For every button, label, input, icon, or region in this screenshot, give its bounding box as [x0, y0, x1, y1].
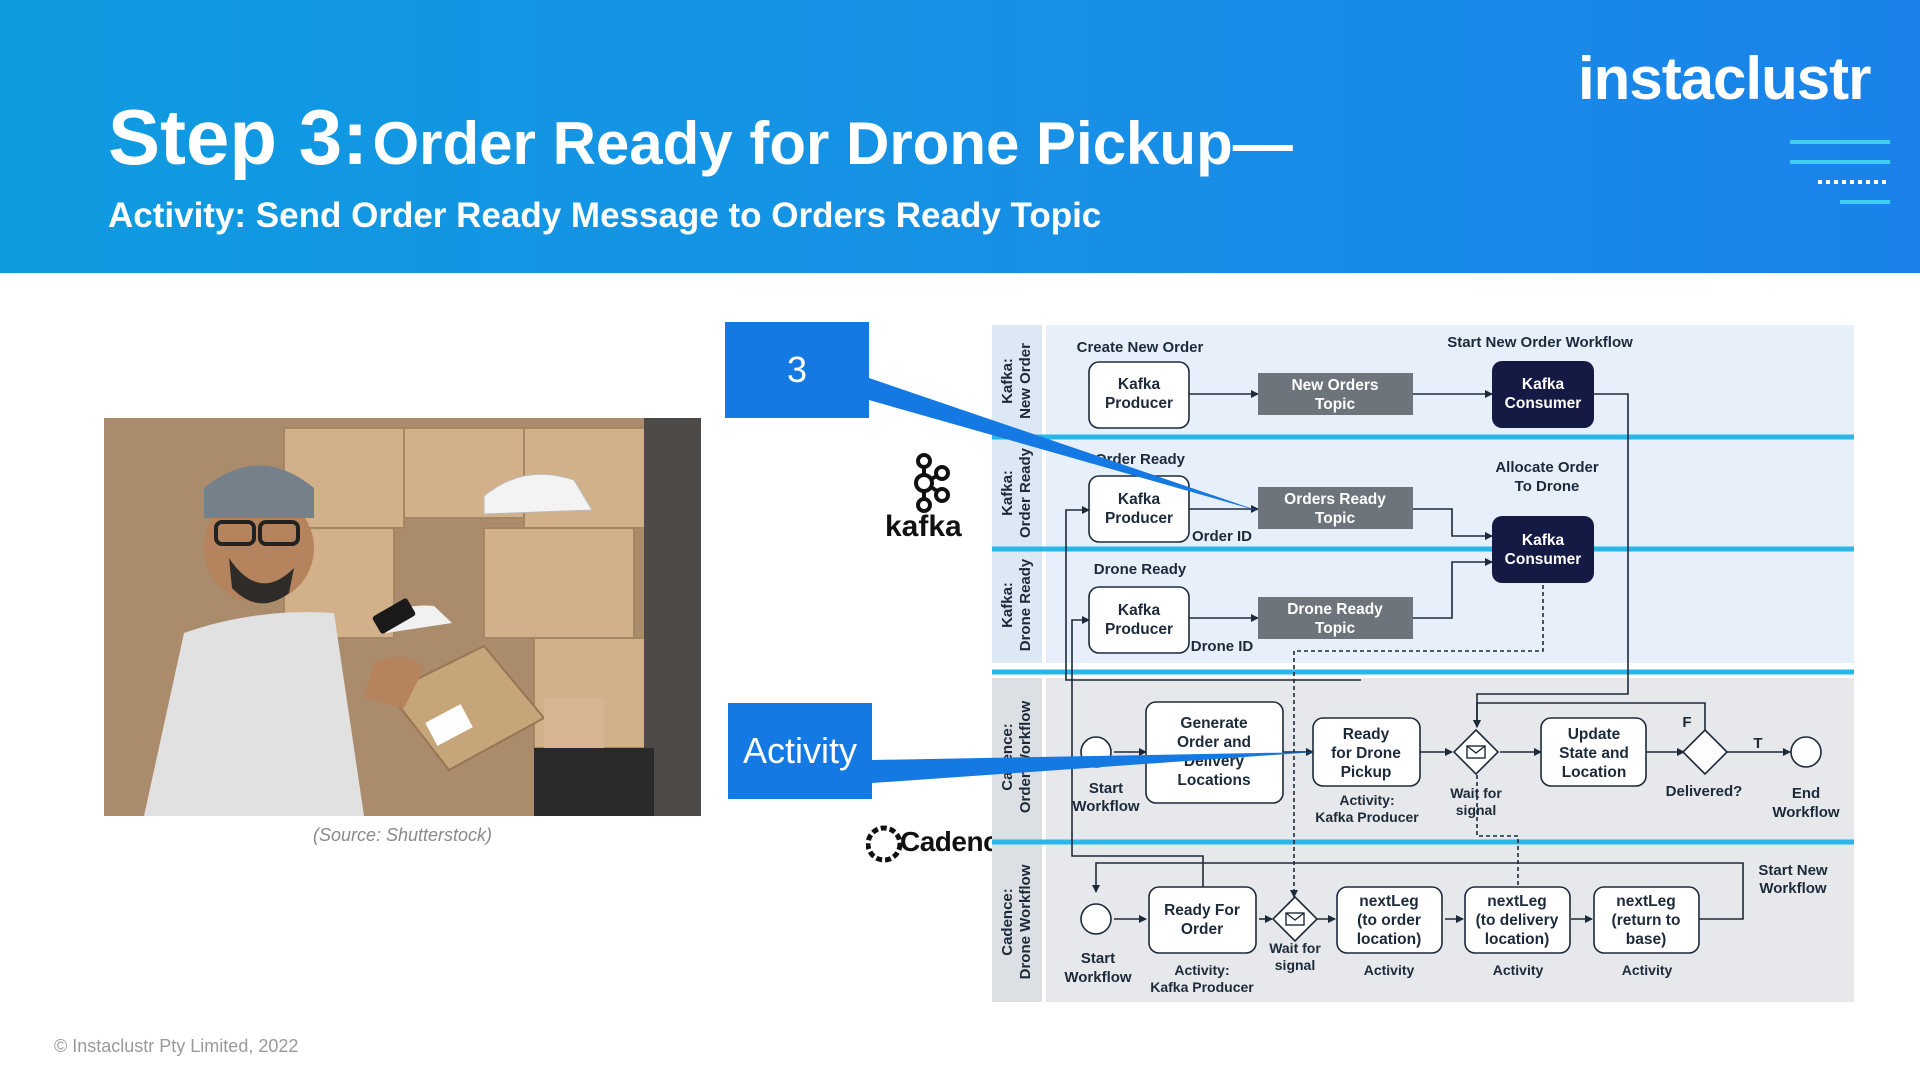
next-leg-base-task	[1593, 886, 1700, 954]
next-leg-delivery-task	[1464, 886, 1571, 954]
header-banner	[0, 0, 1920, 273]
end-event	[1790, 736, 1822, 768]
lane-label-order-workflow: Cadence:Order Workflow	[999, 701, 1034, 814]
new-orders-topic	[1258, 373, 1413, 415]
activity-callout: Activity	[728, 703, 872, 799]
callout-3-pointer	[869, 378, 1262, 512]
svg-text:Activity:Kafka Producer: Activity:Kafka Producer	[1315, 792, 1419, 825]
kafka-producer-3	[1088, 586, 1190, 654]
title-step: Step 3:	[108, 93, 369, 181]
ready-for-order-task	[1148, 886, 1257, 954]
svg-text:F: F	[1682, 714, 1691, 731]
warehouse-photo	[104, 418, 701, 816]
svg-text:Activity: Activity	[1493, 962, 1544, 978]
svg-text:Order ID: Order ID	[1192, 528, 1252, 545]
orders-ready-topic	[1258, 487, 1413, 529]
lane-label-drone-ready: Kafka:Drone Ready	[999, 558, 1034, 651]
kafka-logo-icon	[914, 453, 950, 513]
svg-text:Create New Order: Create New Order	[1077, 339, 1204, 356]
ready-for-pickup-task	[1312, 717, 1421, 787]
update-state-task	[1540, 717, 1647, 787]
generate-locations-task	[1145, 701, 1284, 804]
svg-text:Activity:Kafka Producer: Activity:Kafka Producer	[1150, 962, 1254, 995]
title-rest: Order Ready for Drone Pickup—	[372, 110, 1293, 177]
cadence-logo-icon	[866, 825, 903, 863]
copyright-footer: © Instaclustr Pty Limited, 2022	[54, 1036, 299, 1056]
instaclustr-logo: instaclustr	[1578, 45, 1871, 112]
wait-signal-gateway-drone	[1271, 895, 1319, 943]
drone-ready-topic	[1258, 597, 1413, 639]
lane-label-order-ready: Kafka:Order Ready	[999, 447, 1034, 538]
decorative-lines-icon	[1790, 140, 1890, 204]
photo-caption: (Source: Shutterstock)	[312, 825, 493, 845]
envelope-icon	[1466, 745, 1486, 759]
envelope-icon	[1285, 912, 1305, 926]
svg-text:Delivered?: Delivered?	[1666, 783, 1743, 800]
lane-label-drone-workflow: Cadence:Drone Workflow	[999, 864, 1034, 979]
kafka-consumer-1	[1492, 361, 1594, 428]
wait-signal-gateway	[1452, 728, 1500, 776]
svg-text:Drone ID: Drone ID	[1191, 638, 1254, 655]
kafka-producer-1	[1088, 361, 1190, 429]
kafka-logo-text: kafka	[885, 510, 962, 543]
step-number-callout: 3	[725, 322, 869, 418]
svg-text:Start New Order Workflow: Start New Order Workflow	[1447, 334, 1633, 351]
svg-text:Drone Ready: Drone Ready	[1094, 561, 1187, 578]
svg-text:Activity: Activity	[1622, 962, 1673, 978]
svg-text:Activity: Activity	[1364, 962, 1415, 978]
kafka-consumer-2	[1492, 516, 1594, 583]
page-title: Step 3: Order Ready for Drone Pickup—	[108, 92, 1293, 183]
start-event-drone	[1080, 903, 1112, 935]
delivered-gateway	[1681, 728, 1729, 776]
svg-text:T: T	[1753, 735, 1762, 752]
next-leg-order-task	[1336, 886, 1443, 954]
page-subtitle: Activity: Send Order Ready Message to Or…	[108, 196, 1102, 235]
lane-label-new-order: Kafka:New Order	[999, 343, 1034, 419]
activity-callout-pointer	[872, 752, 1316, 783]
